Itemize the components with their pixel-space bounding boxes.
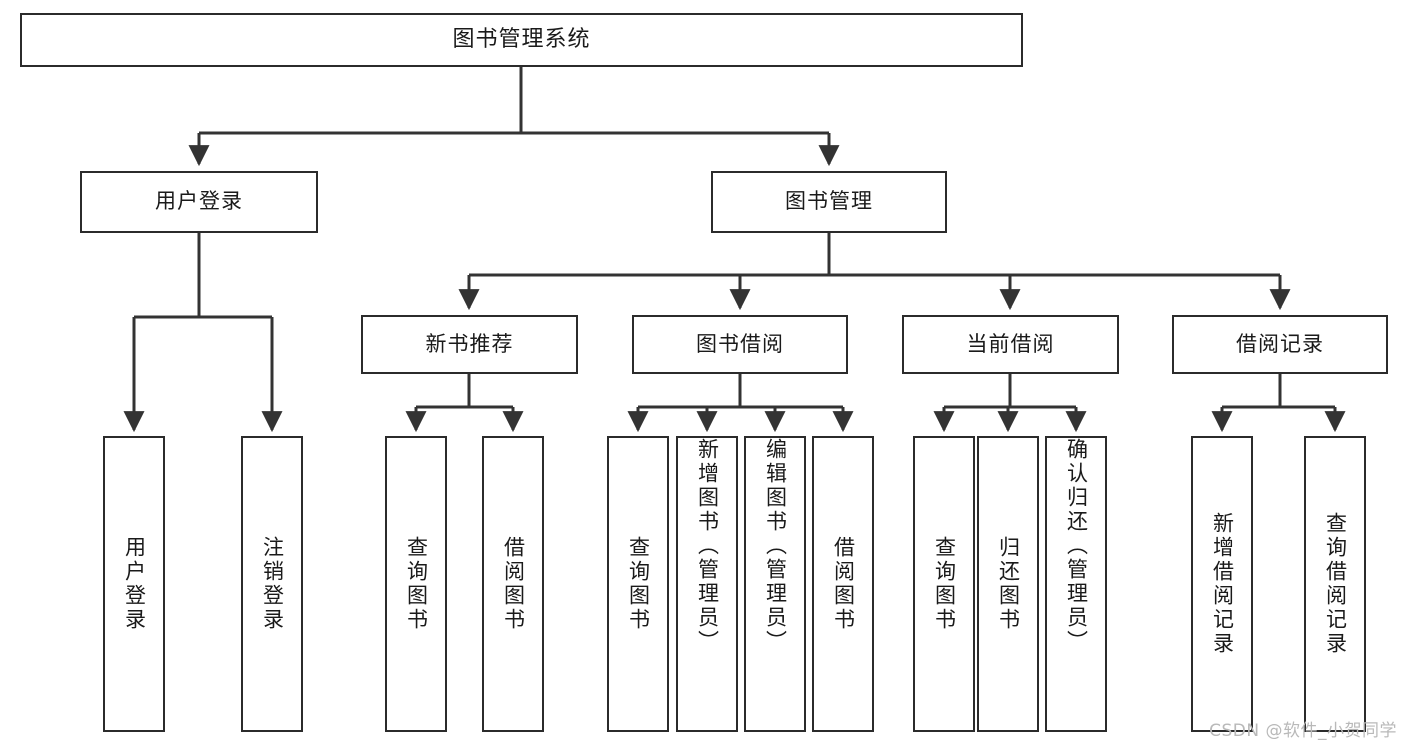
node-leaf-user-logout[interactable]: 注销登录 xyxy=(241,436,303,732)
node-new-book-rec[interactable]: 新书推荐 xyxy=(361,315,578,374)
node-new-book-rec-label: 新书推荐 xyxy=(425,331,514,356)
node-leaf-add-book[interactable]: 新增图书（管理员） xyxy=(676,436,738,732)
node-leaf-query-book-2[interactable]: 查询图书 xyxy=(607,436,669,732)
node-leaf-query-book-1[interactable]: 查询图书 xyxy=(385,436,447,732)
node-leaf-borrow-book-2[interactable]: 借阅图书 xyxy=(812,436,874,732)
node-leaf-query-book-3-label: 查询图书 xyxy=(932,536,957,632)
node-user-login[interactable]: 用户登录 xyxy=(80,171,318,233)
node-book-manage[interactable]: 图书管理 xyxy=(711,171,947,233)
node-root-label: 图书管理系统 xyxy=(452,26,591,52)
node-book-manage-label: 图书管理 xyxy=(785,189,873,214)
node-leaf-query-book-2-label: 查询图书 xyxy=(626,536,651,632)
node-book-borrow[interactable]: 图书借阅 xyxy=(632,315,848,374)
node-leaf-add-record[interactable]: 新增借阅记录 xyxy=(1191,436,1253,732)
node-borrow-record-label: 借阅记录 xyxy=(1236,331,1324,356)
node-leaf-add-record-label: 新增借阅记录 xyxy=(1210,512,1235,656)
node-leaf-query-record[interactable]: 查询借阅记录 xyxy=(1304,436,1366,732)
csdn-watermark: CSDN @软件_小贺同学 xyxy=(1209,721,1397,741)
node-leaf-borrow-book-2-label: 借阅图书 xyxy=(831,536,856,632)
node-leaf-confirm-return-label: 确认归还（管理员） xyxy=(1064,438,1089,654)
node-leaf-borrow-book-1-label: 借阅图书 xyxy=(501,536,526,632)
node-leaf-user-logout-label: 注销登录 xyxy=(260,536,285,632)
node-root[interactable]: 图书管理系统 xyxy=(20,13,1023,67)
node-leaf-return-book[interactable]: 归还图书 xyxy=(977,436,1039,732)
node-user-login-label: 用户登录 xyxy=(155,189,243,214)
node-leaf-return-book-label: 归还图书 xyxy=(996,536,1021,632)
node-leaf-user-login-label: 用户登录 xyxy=(122,536,147,632)
node-leaf-edit-book-label: 编辑图书（管理员） xyxy=(763,438,788,654)
node-current-borrow-label: 当前借阅 xyxy=(966,331,1055,356)
node-current-borrow[interactable]: 当前借阅 xyxy=(902,315,1119,374)
node-leaf-query-book-1-label: 查询图书 xyxy=(404,536,429,632)
node-leaf-query-book-3[interactable]: 查询图书 xyxy=(913,436,975,732)
node-leaf-borrow-book-1[interactable]: 借阅图书 xyxy=(482,436,544,732)
node-leaf-confirm-return[interactable]: 确认归还（管理员） xyxy=(1045,436,1107,732)
node-leaf-add-book-label: 新增图书（管理员） xyxy=(695,438,720,654)
node-leaf-user-login[interactable]: 用户登录 xyxy=(103,436,165,732)
node-leaf-edit-book[interactable]: 编辑图书（管理员） xyxy=(744,436,806,732)
node-borrow-record[interactable]: 借阅记录 xyxy=(1172,315,1388,374)
node-book-borrow-label: 图书借阅 xyxy=(696,331,784,356)
node-leaf-query-record-label: 查询借阅记录 xyxy=(1323,512,1348,656)
